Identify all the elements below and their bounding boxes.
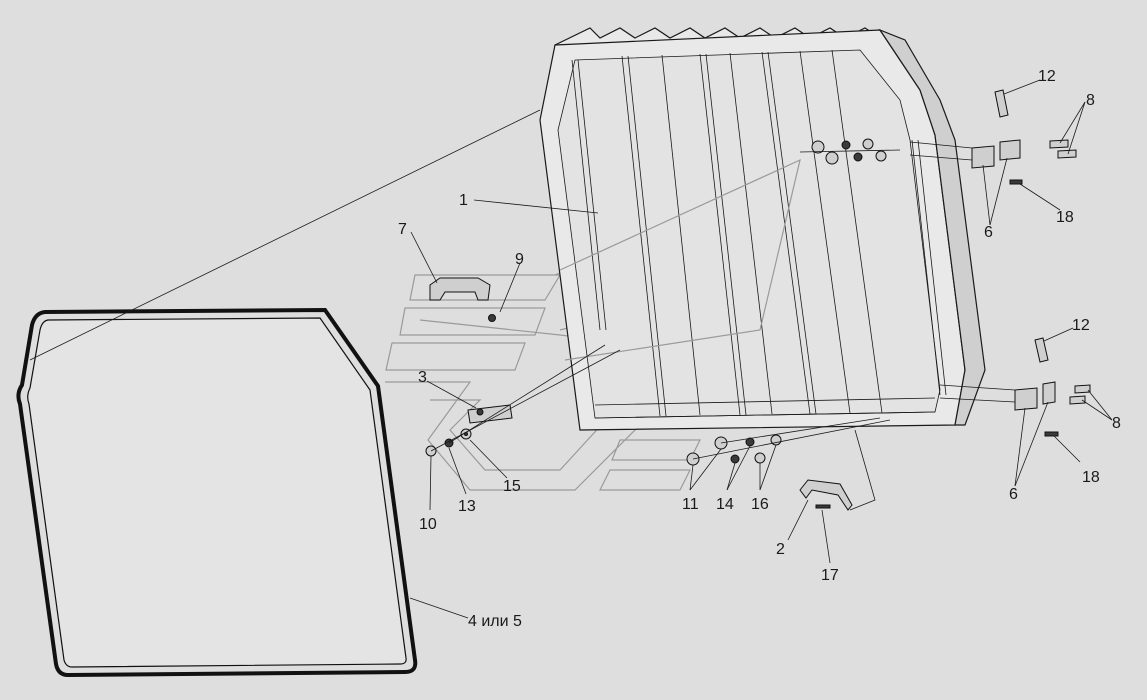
upper-bushings: [811, 138, 887, 165]
callout-2: 2: [776, 541, 785, 558]
callout-10: 10: [419, 516, 437, 533]
callout-15: 15: [503, 478, 521, 495]
callout-9: 9: [515, 251, 524, 268]
callout-18-lower: 18: [1082, 469, 1100, 486]
handle-7: [429, 277, 491, 301]
callout-1: 1: [459, 192, 468, 209]
callout-3: 3: [418, 369, 427, 386]
callout-4-5: 4 или 5: [468, 613, 522, 630]
pin-17: [815, 504, 831, 509]
lock-3: [467, 404, 513, 424]
callout-14: 14: [716, 496, 734, 513]
door-seal-4-5: [16, 307, 418, 678]
callout-6-lower: 6: [1009, 486, 1018, 503]
bushing-15: [460, 428, 472, 440]
callout-7: 7: [398, 221, 407, 238]
callout-6-upper: 6: [984, 224, 993, 241]
callout-16: 16: [751, 496, 769, 513]
callout-8-lower: 8: [1112, 415, 1121, 432]
bolts-8-lower: [1069, 384, 1091, 405]
bushing-11: [686, 436, 728, 466]
pin-12-lower: [1034, 337, 1049, 363]
cotter-18-upper: [1009, 179, 1023, 185]
leader-lines: [409, 79, 1113, 619]
callout-18-upper: 18: [1056, 209, 1074, 226]
callout-13: 13: [458, 498, 476, 515]
callout-labels: 1 2 3 4 или 5 6 6 7 8 8 9 10 11 12 12 13…: [398, 68, 1121, 630]
rod-2: [799, 479, 853, 511]
hinge-upper-6: [971, 139, 1021, 169]
callout-12-lower: 12: [1072, 317, 1090, 334]
assembly-lines: [29, 109, 1016, 511]
callout-12-upper: 12: [1038, 68, 1056, 85]
main-panel-frame: [539, 27, 986, 431]
callout-11: 11: [682, 496, 699, 513]
washer-16: [754, 434, 782, 464]
callout-17: 17: [821, 567, 839, 584]
callout-8-upper: 8: [1086, 92, 1095, 109]
screw-9: [488, 314, 496, 322]
hinge-lower-6: [1014, 381, 1056, 411]
pin-12-upper: [994, 89, 1009, 118]
cotter-18-lower: [1044, 431, 1059, 437]
